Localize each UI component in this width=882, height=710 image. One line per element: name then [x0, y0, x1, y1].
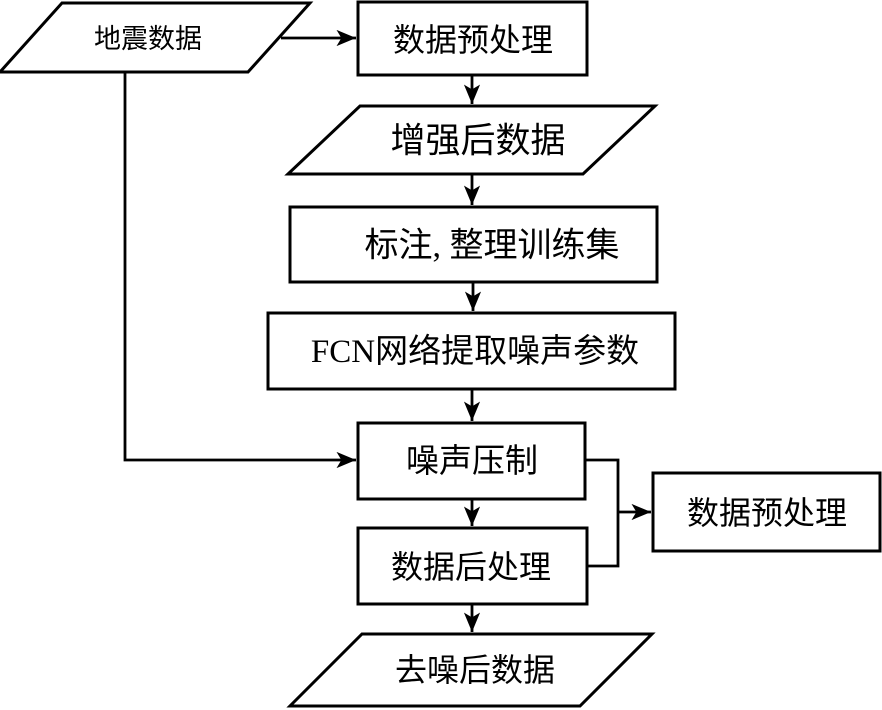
node-preprocess-top: 数据预处理 [356, 0, 589, 77]
rectangle-shape [288, 205, 659, 284]
node-postprocess-label: 数据后处理 [391, 549, 551, 585]
node-seismic-data: 地震数据 [0, 1, 314, 74]
node-fcn-extract: FCN网络提取噪声参数 [266, 311, 677, 391]
node-preprocess-right: 数据预处理 [651, 471, 882, 553]
node-preprocess-right-label: 数据预处理 [687, 495, 847, 531]
rectangle-shape [356, 0, 589, 77]
rectangle-shape [356, 421, 587, 501]
rectangle-shape [266, 311, 677, 391]
parallelogram-shape [286, 632, 656, 708]
node-label-training-label: 标注, 整理训练集 [365, 227, 620, 265]
node-seismic-data-label: 地震数据 [94, 24, 202, 54]
parallelogram-shape [284, 104, 659, 176]
node-denoised-data: 去噪后数据 [286, 632, 656, 708]
rectangle-shape [651, 471, 882, 553]
edge-seismic-bypass-to-suppression [123, 72, 356, 469]
node-label-training: 标注, 整理训练集 [288, 205, 659, 284]
node-denoised-data-label: 去噪后数据 [395, 652, 555, 688]
node-preprocess-top-label: 数据预处理 [393, 22, 553, 58]
node-postprocess: 数据后处理 [356, 526, 589, 606]
node-noise-suppress-label: 噪声压制 [406, 443, 538, 480]
node-noise-suppress: 噪声压制 [356, 421, 587, 501]
node-fcn-extract-label: FCN网络提取噪声参数 [311, 333, 639, 370]
parallelogram-shape [0, 1, 314, 74]
node-enhanced-data: 增强后数据 [284, 104, 659, 176]
node-enhanced-data-label: 增强后数据 [390, 122, 565, 161]
rectangle-shape [356, 526, 589, 606]
edge-merge-bracket [585, 458, 620, 568]
